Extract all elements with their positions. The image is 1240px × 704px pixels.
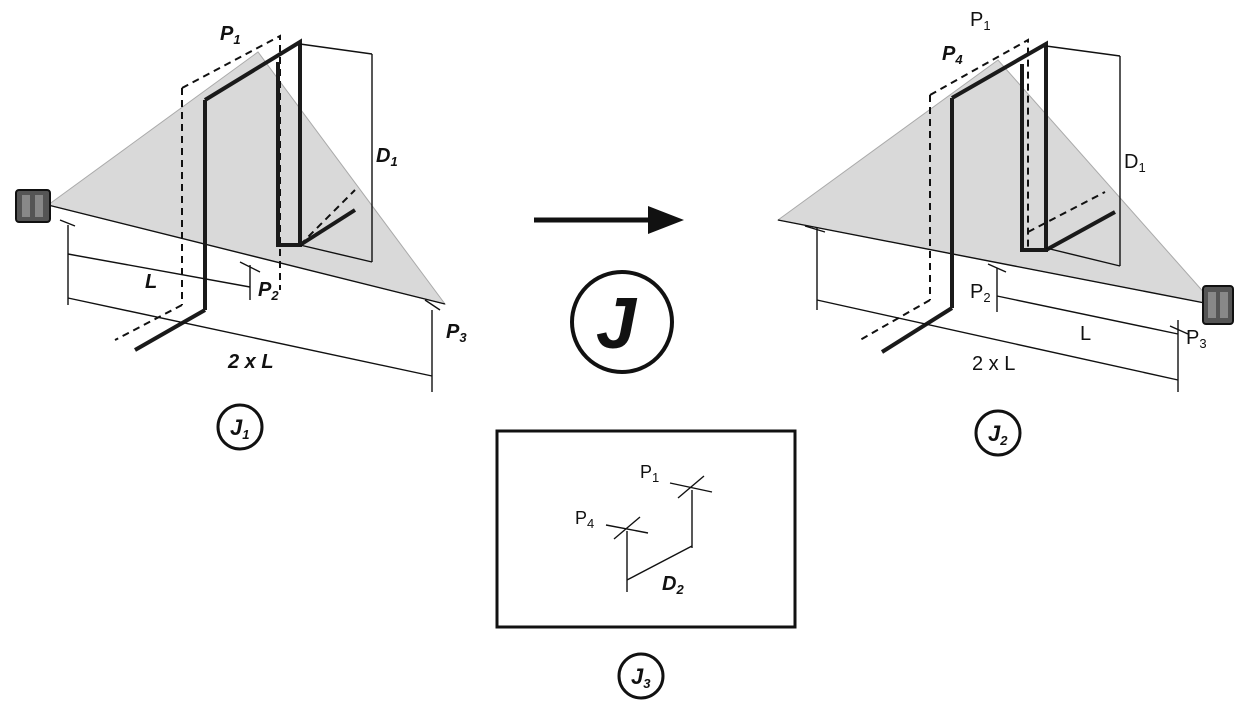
left-laser-device-icon <box>15 189 51 223</box>
right-2xl-label: 2 x L <box>972 353 1015 375</box>
j3-badge <box>617 652 665 700</box>
j1-badge-label: J1 <box>230 415 249 442</box>
j3-badge-label: J3 <box>631 664 651 691</box>
left-l-label: L <box>145 271 157 293</box>
inset-figure: P1 P4 D2 J3 <box>495 429 797 700</box>
left-beam-baseline <box>47 204 446 305</box>
j2-badge-label: J2 <box>988 421 1008 448</box>
left-p1-label: P1 <box>220 23 241 47</box>
left-2xl-label: 2 x L <box>227 351 274 373</box>
center-arrow <box>534 206 684 234</box>
right-p4-label: P4 <box>942 43 963 67</box>
left-figure: P1 D1 L P2 P3 2 x L J1 <box>15 23 467 451</box>
right-d1-label: D1 <box>1124 151 1146 175</box>
j2-badge <box>974 409 1022 457</box>
main-j-label: J <box>596 284 638 364</box>
j1-badge <box>216 403 264 451</box>
right-beam-baseline <box>777 219 1216 306</box>
inset-p4-label: P4 <box>575 508 594 531</box>
left-p2-label: P2 <box>258 279 279 303</box>
inset-p1-label: P1 <box>640 462 659 485</box>
left-d1-label: D1 <box>376 145 398 169</box>
right-p3-label: P3 <box>1186 327 1207 351</box>
main-j-badge: J <box>570 270 674 374</box>
right-p2-label: P2 <box>970 281 991 305</box>
left-p3-label: P3 <box>446 321 467 345</box>
right-figure: P1 P4 D1 P2 L P3 2 x L J2 <box>776 9 1234 457</box>
left-laser-beam <box>46 51 447 305</box>
right-p1-label: P1 <box>970 9 991 33</box>
inset-d2-label: D2 <box>662 573 684 597</box>
right-l-label: L <box>1080 323 1091 345</box>
right-dashed-wall <box>929 38 1029 250</box>
right-laser-device-icon <box>1202 285 1234 325</box>
inset-frame <box>495 429 797 629</box>
